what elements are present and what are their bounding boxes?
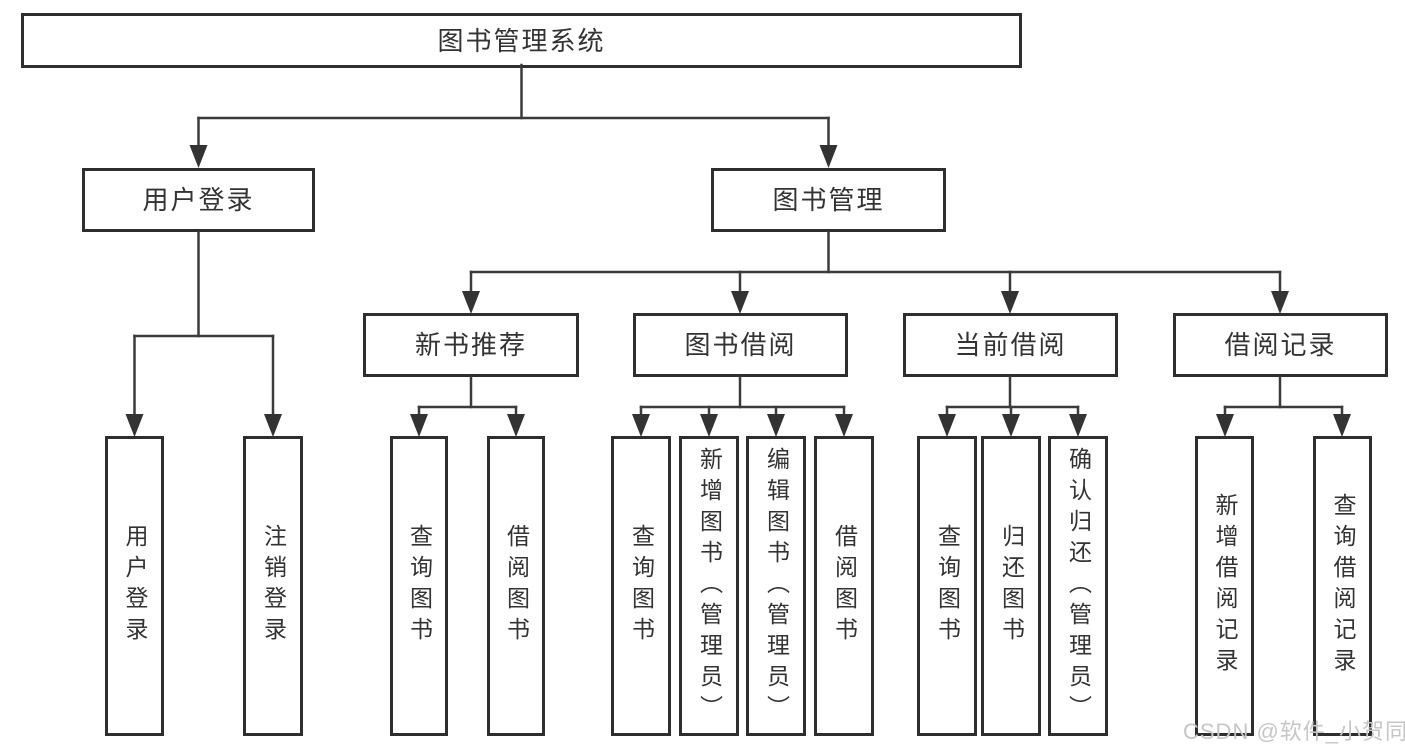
leaf-edit-books-admin: 编辑图书（管理员） <box>746 436 806 736</box>
arrow-down-icon <box>835 414 853 437</box>
node-label: 新增借阅记录 <box>1212 493 1238 679</box>
node-current-borrowing: 当前借阅 <box>903 313 1118 377</box>
leaf-query-books-recommend: 查询图书 <box>390 436 448 736</box>
leaf-user-login: 用户登录 <box>105 436 164 736</box>
node-label: 用户登录 <box>142 185 255 215</box>
arrow-down-icon <box>462 291 480 314</box>
leaf-confirm-return-admin: 确认归还（管理员） <box>1048 436 1108 736</box>
node-label: 借阅图书 <box>831 524 858 648</box>
arrow-down-icon <box>1002 414 1020 437</box>
node-label: 借阅图书 <box>503 524 530 648</box>
leaf-query-books-current: 查询图书 <box>917 436 977 736</box>
arrow-down-icon <box>189 145 208 168</box>
arrow-down-icon <box>731 291 749 314</box>
node-label: 查询图书 <box>406 524 433 648</box>
arrow-down-icon <box>410 414 428 437</box>
leaf-borrow-books: 借阅图书 <box>814 436 874 736</box>
node-library-management-system: 图书管理系统 <box>21 13 1022 68</box>
node-label: 编辑图书（管理员） <box>763 446 790 726</box>
arrow-down-icon <box>264 414 282 437</box>
leaf-logout: 注销登录 <box>243 436 303 736</box>
arrow-down-icon <box>819 145 838 168</box>
arrow-down-icon <box>767 414 785 437</box>
arrow-down-icon <box>125 414 144 437</box>
arrow-down-icon <box>1333 414 1351 437</box>
arrow-down-icon <box>938 414 956 437</box>
node-label: 确认归还（管理员） <box>1065 446 1092 726</box>
node-label: 新增图书（管理员） <box>696 446 723 726</box>
leaf-query-books-borrow: 查询图书 <box>611 436 671 736</box>
node-label: 注销登录 <box>260 524 287 648</box>
leaf-add-books-admin: 新增图书（管理员） <box>679 436 739 736</box>
node-label: 查询图书 <box>628 524 655 648</box>
node-label: 图书管理 <box>772 185 885 215</box>
node-book-borrowing: 图书借阅 <box>633 313 848 377</box>
arrow-down-icon <box>632 414 650 437</box>
node-user-login-branch: 用户登录 <box>82 168 315 232</box>
arrow-down-icon <box>1069 414 1087 437</box>
node-book-management-branch: 图书管理 <box>711 168 946 232</box>
arrow-down-icon <box>1001 291 1019 314</box>
node-label: 当前借阅 <box>954 330 1067 360</box>
node-label: 查询图书 <box>934 524 961 648</box>
node-label: 图书管理系统 <box>437 25 606 56</box>
node-label: 借阅记录 <box>1224 330 1337 360</box>
node-label: 归还图书 <box>998 524 1025 648</box>
arrow-down-icon <box>1271 291 1289 314</box>
node-label: 图书借阅 <box>684 330 797 360</box>
leaf-return-books: 归还图书 <box>981 436 1041 736</box>
node-label: 查询借阅记录 <box>1330 493 1356 679</box>
csdn-watermark: CSDN @软件_小贺同学 <box>1183 719 1405 744</box>
leaf-add-borrow-record: 新增借阅记录 <box>1195 436 1254 736</box>
arrow-down-icon <box>1216 414 1234 437</box>
node-label: 新书推荐 <box>414 330 527 360</box>
node-new-book-recommendation: 新书推荐 <box>363 313 579 377</box>
leaf-query-borrow-record: 查询借阅记录 <box>1313 436 1372 736</box>
node-borrowing-records: 借阅记录 <box>1173 313 1388 377</box>
node-label: 用户登录 <box>122 524 148 648</box>
leaf-borrow-books-recommend: 借阅图书 <box>487 436 545 736</box>
arrow-down-icon <box>507 414 525 437</box>
arrow-down-icon <box>700 414 718 437</box>
